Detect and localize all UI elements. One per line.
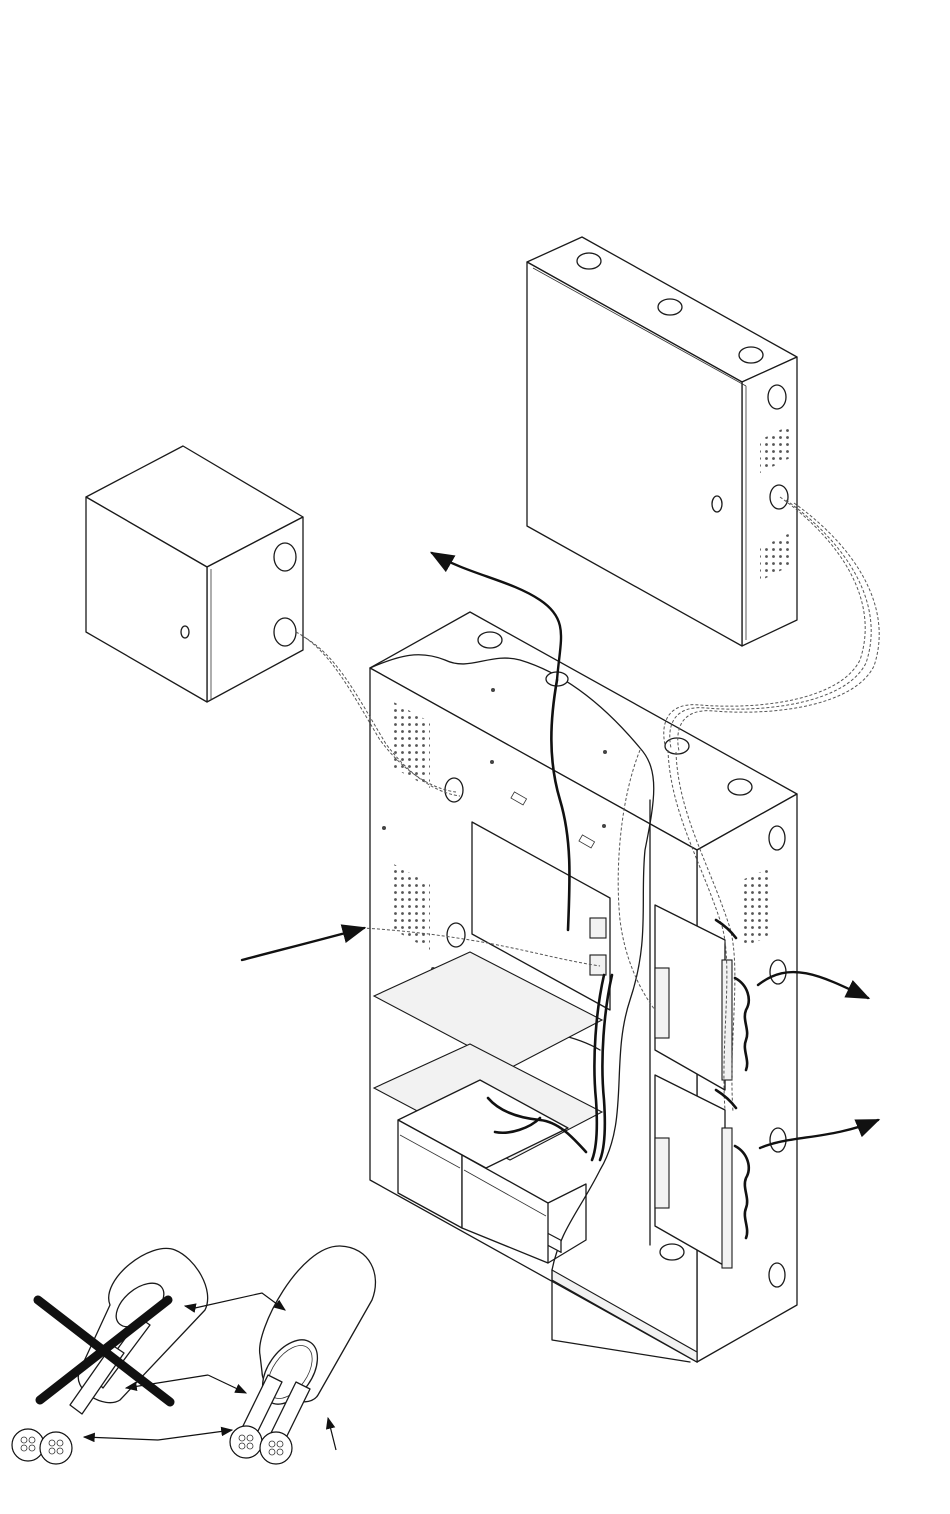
knockout-icon xyxy=(478,632,502,648)
knockout-icon xyxy=(577,253,601,269)
knockout-icon xyxy=(769,1263,785,1287)
knockout-icon xyxy=(770,485,788,509)
knockout-icon xyxy=(660,1244,684,1260)
knockout-icon xyxy=(658,299,682,315)
cable-incorrect-detail xyxy=(12,1248,208,1464)
terminal-block-icon xyxy=(590,955,606,975)
knockout-icon xyxy=(665,738,689,754)
knockout-icon xyxy=(447,923,465,947)
terminal-strip-icon xyxy=(655,968,669,1038)
terminal-strip-icon xyxy=(655,1138,669,1208)
terminal-block-icon xyxy=(590,918,606,938)
lock-hole-icon xyxy=(712,496,722,512)
wall-mount-enclosure xyxy=(527,237,797,646)
knockout-icon xyxy=(769,826,785,850)
knockout-icon xyxy=(445,778,463,802)
lock-hole-icon xyxy=(181,626,189,638)
small-junction-box xyxy=(86,446,303,702)
knockout-icon xyxy=(274,543,296,571)
knockout-icon xyxy=(739,347,763,363)
vent-grille-icon xyxy=(742,868,770,948)
terminal-strip-icon xyxy=(722,1128,732,1268)
knockout-icon xyxy=(728,779,752,795)
knockout-icon xyxy=(768,385,786,409)
knockout-icon xyxy=(274,618,296,646)
arrow-right-icon xyxy=(242,928,364,960)
conductor-strands-icon xyxy=(12,1429,72,1464)
cable-correct-detail xyxy=(230,1246,375,1464)
